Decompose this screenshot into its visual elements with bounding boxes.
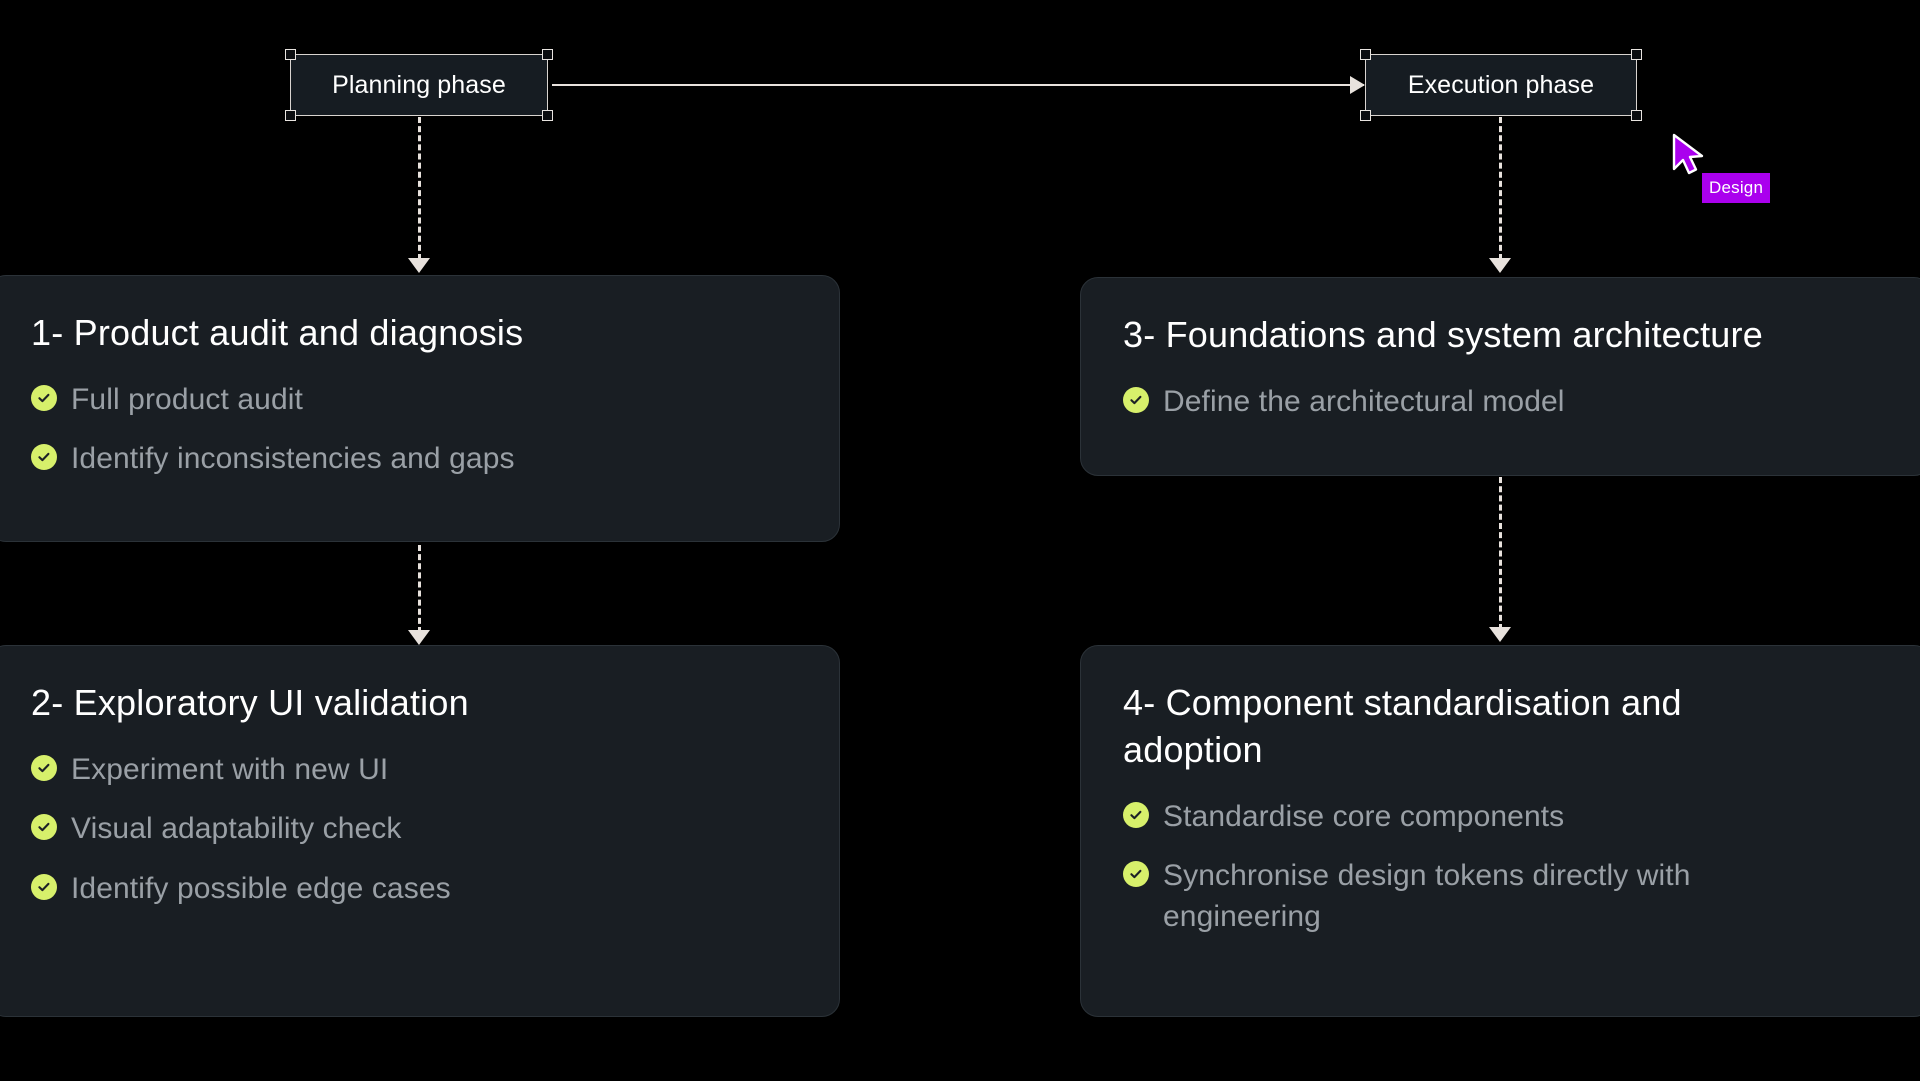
- task-item[interactable]: Experiment with new UI: [31, 749, 797, 790]
- roadmap-card-3-task-list: Define the architectural model: [1123, 381, 1889, 422]
- arrow-head-down-icon: [1489, 627, 1511, 642]
- roadmap-card-2-title: 2- Exploratory UI validation: [31, 682, 469, 723]
- selection-handle-bottom-left[interactable]: [285, 110, 296, 121]
- roadmap-card-1[interactable]: 1- Product audit and diagnosis Full prod…: [0, 275, 840, 542]
- roadmap-card-4-task-list: Standardise core components Synchronise …: [1123, 796, 1889, 938]
- connector-execution-to-card-3[interactable]: [1499, 117, 1502, 260]
- roadmap-card-2-task-list: Experiment with new UI Visual adaptabili…: [31, 749, 797, 909]
- phase-node-planning[interactable]: Planning phase: [285, 49, 553, 121]
- arrow-head-down-icon: [408, 258, 430, 273]
- task-item[interactable]: Visual adaptability check: [31, 808, 797, 849]
- phase-node-execution-label: Execution phase: [1407, 70, 1595, 99]
- arrow-head-down-icon: [408, 630, 430, 645]
- task-item-label: Experiment with new UI: [71, 752, 389, 786]
- selection-handle-top-right[interactable]: [1631, 49, 1642, 60]
- task-item[interactable]: Synchronise design tokens directly with …: [1123, 855, 1889, 938]
- selection-handle-bottom-right[interactable]: [1631, 110, 1642, 121]
- check-circle-icon: [31, 814, 57, 841]
- task-item[interactable]: Standardise core components: [1123, 796, 1889, 837]
- selection-handle-top-right[interactable]: [542, 49, 553, 60]
- roadmap-card-3[interactable]: 3- Foundations and system architecture D…: [1080, 277, 1920, 476]
- arrow-head-down-icon: [1489, 258, 1511, 273]
- check-circle-icon: [31, 444, 57, 471]
- phase-node-execution[interactable]: Execution phase: [1360, 49, 1642, 121]
- check-circle-icon: [31, 384, 57, 411]
- selection-handle-top-left[interactable]: [285, 49, 296, 60]
- task-item-label: Identify possible edge cases: [71, 871, 451, 905]
- roadmap-card-2[interactable]: 2- Exploratory UI validation Experiment …: [0, 645, 840, 1017]
- collaborator-cursor: Design: [1672, 133, 1812, 223]
- task-item-label: Define the architectural model: [1163, 384, 1565, 418]
- task-item[interactable]: Identify inconsistencies and gaps: [31, 438, 797, 479]
- check-circle-icon: [1123, 801, 1149, 828]
- check-circle-icon: [1123, 386, 1149, 413]
- task-item-label: Full product audit: [71, 382, 303, 416]
- task-item[interactable]: Define the architectural model: [1123, 381, 1889, 422]
- connector-planning-to-execution[interactable]: [552, 76, 1365, 94]
- selection-handle-bottom-left[interactable]: [1360, 110, 1371, 121]
- task-item-label: Synchronise design tokens directly with …: [1163, 858, 1691, 934]
- check-circle-icon: [31, 873, 57, 900]
- connector-planning-to-card-1[interactable]: [418, 117, 421, 260]
- roadmap-card-1-task-list: Full product audit Identify inconsistenc…: [31, 379, 797, 480]
- arrow-head-right-icon: [1350, 76, 1365, 94]
- cursor-arrow-icon: [1672, 133, 1704, 175]
- connector-card-1-to-card-2[interactable]: [418, 545, 421, 633]
- roadmap-card-4[interactable]: 4- Component standardisation and adoptio…: [1080, 645, 1920, 1017]
- selection-handle-bottom-right[interactable]: [542, 110, 553, 121]
- collaborator-cursor-label: Design: [1702, 173, 1771, 203]
- roadmap-card-3-title: 3- Foundations and system architecture: [1123, 314, 1763, 355]
- task-item[interactable]: Identify possible edge cases: [31, 868, 797, 909]
- check-circle-icon: [1123, 860, 1149, 887]
- connector-card-3-to-card-4[interactable]: [1499, 477, 1502, 630]
- roadmap-card-1-title: 1- Product audit and diagnosis: [31, 312, 524, 353]
- task-item-label: Standardise core components: [1163, 799, 1565, 833]
- selection-handle-top-left[interactable]: [1360, 49, 1371, 60]
- check-circle-icon: [31, 754, 57, 781]
- phase-node-planning-label: Planning phase: [332, 70, 506, 99]
- roadmap-card-4-title: 4- Component standardisation and adoptio…: [1123, 682, 1682, 770]
- task-item-label: Identify inconsistencies and gaps: [71, 442, 515, 476]
- task-item-label: Visual adaptability check: [71, 812, 402, 846]
- task-item[interactable]: Full product audit: [31, 379, 797, 420]
